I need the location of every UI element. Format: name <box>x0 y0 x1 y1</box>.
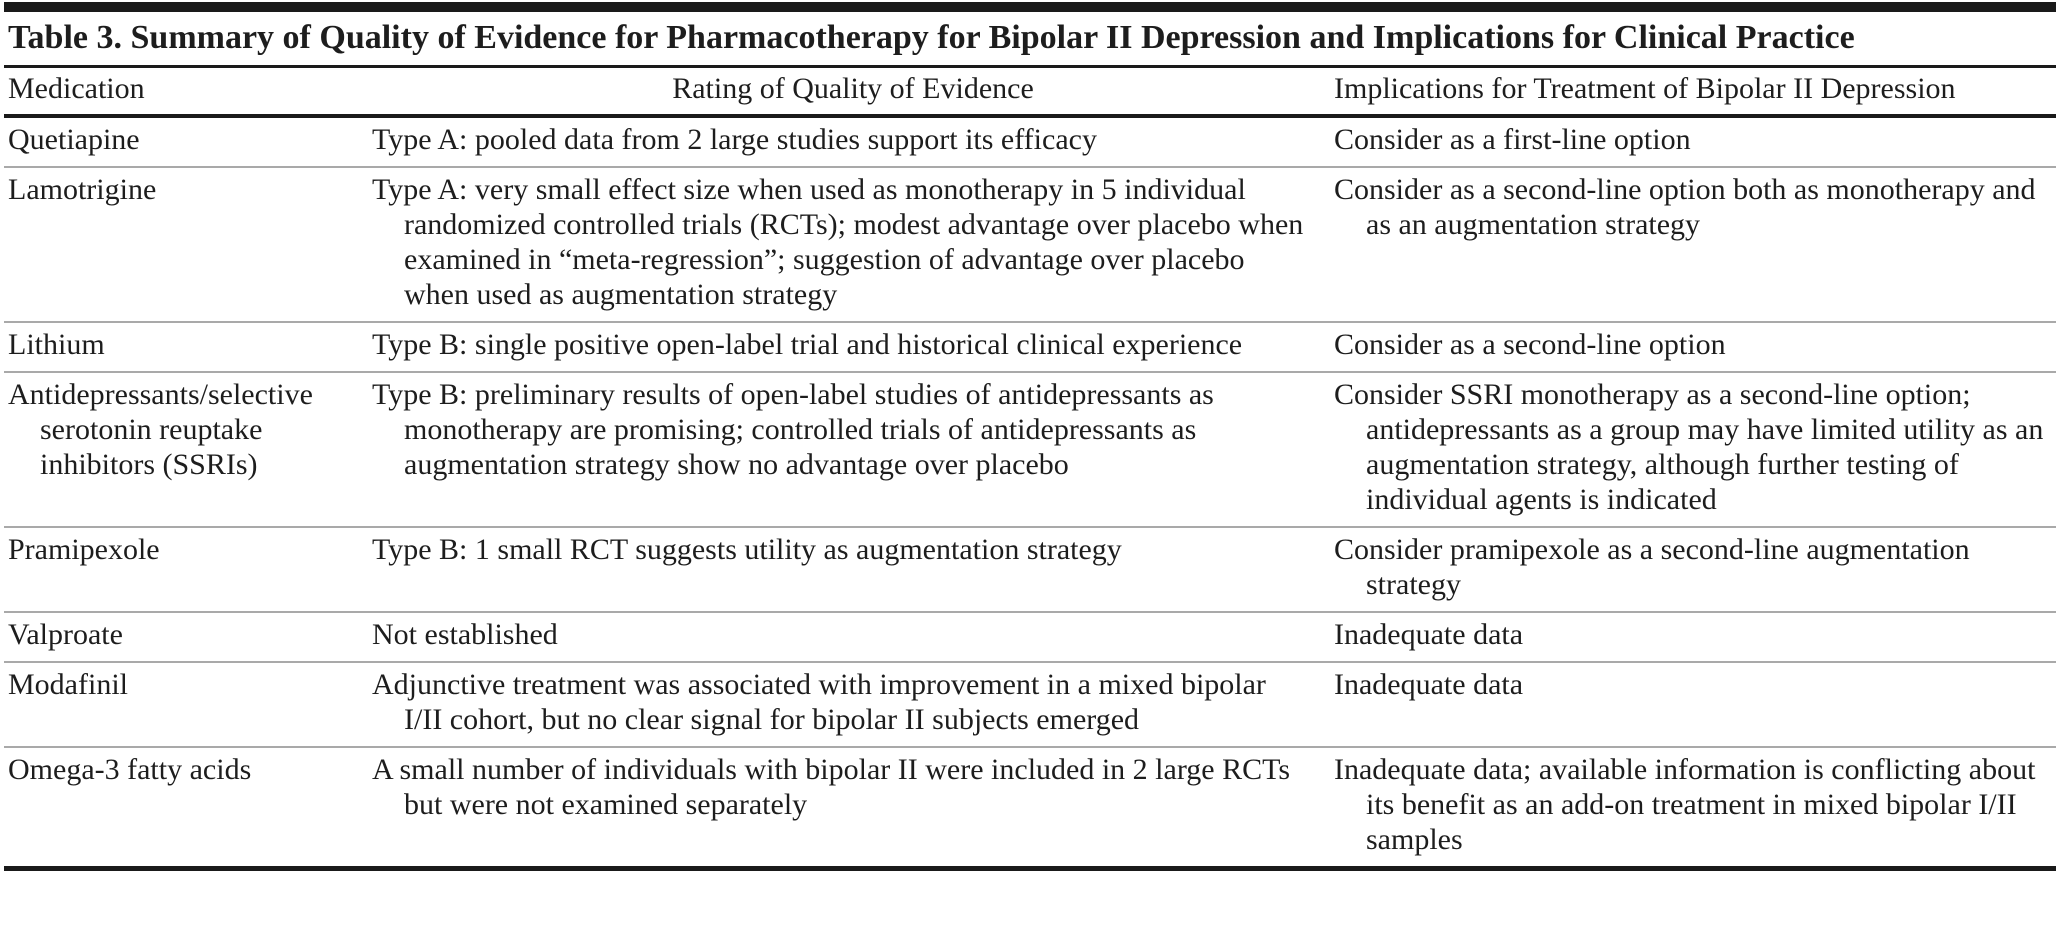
medication-cell: Antidepressants/selective serotonin reup… <box>4 372 372 528</box>
rating-cell: Not established <box>372 612 1334 663</box>
rating-cell: Type B: 1 small RCT suggests utility as … <box>372 527 1334 613</box>
rating-text: Type A: pooled data from 2 large studies… <box>372 123 1097 156</box>
rating-text: Adjunctive treatment was associated with… <box>372 668 1266 736</box>
rating-text: Type B: 1 small RCT suggests utility as … <box>372 533 1122 566</box>
rating-cell: Type A: pooled data from 2 large studies… <box>372 116 1334 168</box>
rating-cell: Type A: very small effect size when used… <box>372 167 1334 323</box>
medication-cell: Quetiapine <box>4 116 372 168</box>
implications-cell: Consider SSRI monotherapy as a second-li… <box>1334 372 2056 528</box>
medication-text: Valproate <box>8 618 123 651</box>
rating-cell: A small number of individuals with bipol… <box>372 747 1334 871</box>
rating-text: A small number of individuals with bipol… <box>372 753 1291 821</box>
table-row: Quetiapine Type A: pooled data from 2 la… <box>4 116 2056 168</box>
rating-cell: Adjunctive treatment was associated with… <box>372 662 1334 748</box>
column-header-medication: Medication <box>4 68 372 118</box>
table-row: Valproate Not established Inadequate dat… <box>4 612 2056 663</box>
header-row: Medication Rating of Quality of Evidence… <box>4 68 2056 118</box>
medication-text: Pramipexole <box>8 533 160 566</box>
implications-cell: Consider as a second-line option <box>1334 322 2056 373</box>
table-row: Pramipexole Type B: 1 small RCT suggests… <box>4 527 2056 613</box>
implications-text: Consider as a second-line option both as… <box>1334 173 2036 241</box>
table-body: Quetiapine Type A: pooled data from 2 la… <box>4 116 2056 871</box>
journal-table: Table 3. Summary of Quality of Evidence … <box>4 2 2056 871</box>
implications-text: Consider pramipexole as a second-line au… <box>1334 533 1970 601</box>
implications-text: Inadequate data; available information i… <box>1334 753 2036 856</box>
medication-text: Modafinil <box>8 668 128 701</box>
medication-cell: Modafinil <box>4 662 372 748</box>
rating-cell: Type B: preliminary results of open-labe… <box>372 372 1334 528</box>
implications-text: Inadequate data <box>1334 618 1524 651</box>
table-row: Lamotrigine Type A: very small effect si… <box>4 167 2056 323</box>
table-row: Antidepressants/selective serotonin reup… <box>4 372 2056 528</box>
evidence-table: Medication Rating of Quality of Evidence… <box>4 68 2056 871</box>
column-header-rating: Rating of Quality of Evidence <box>372 68 1334 118</box>
rating-text: Not established <box>372 618 558 651</box>
medication-cell: Lamotrigine <box>4 167 372 323</box>
implications-cell: Inadequate data; available information i… <box>1334 747 2056 871</box>
table-title: Table 3. Summary of Quality of Evidence … <box>4 12 2056 68</box>
medication-text: Lithium <box>8 328 105 361</box>
top-rule <box>4 2 2056 12</box>
implications-cell: Inadequate data <box>1334 662 2056 748</box>
medication-text: Omega-3 fatty acids <box>8 753 252 786</box>
implications-cell: Consider as a first-line option <box>1334 116 2056 168</box>
table-header: Medication Rating of Quality of Evidence… <box>4 68 2056 118</box>
medication-text: Quetiapine <box>8 123 140 156</box>
implications-cell: Consider pramipexole as a second-line au… <box>1334 527 2056 613</box>
implications-text: Consider as a first-line option <box>1334 123 1691 156</box>
implications-text: Consider as a second-line option <box>1334 328 1726 361</box>
implications-text: Inadequate data <box>1334 668 1524 701</box>
medication-cell: Valproate <box>4 612 372 663</box>
medication-cell: Pramipexole <box>4 527 372 613</box>
table-row: Omega-3 fatty acids A small number of in… <box>4 747 2056 871</box>
medication-cell: Omega-3 fatty acids <box>4 747 372 871</box>
column-header-implications: Implications for Treatment of Bipolar II… <box>1334 68 2056 118</box>
rating-text: Type B: single positive open-label trial… <box>372 328 1243 361</box>
implications-cell: Inadequate data <box>1334 612 2056 663</box>
rating-text: Type A: very small effect size when used… <box>372 173 1304 311</box>
medication-text: Antidepressants/selective serotonin reup… <box>8 378 313 481</box>
medication-cell: Lithium <box>4 322 372 373</box>
medication-text: Lamotrigine <box>8 173 157 206</box>
implications-cell: Consider as a second-line option both as… <box>1334 167 2056 323</box>
rating-cell: Type B: single positive open-label trial… <box>372 322 1334 373</box>
implications-text: Consider SSRI monotherapy as a second-li… <box>1334 378 2044 516</box>
table-row: Modafinil Adjunctive treatment was assoc… <box>4 662 2056 748</box>
table-row: Lithium Type B: single positive open-lab… <box>4 322 2056 373</box>
rating-text: Type B: preliminary results of open-labe… <box>372 378 1214 481</box>
